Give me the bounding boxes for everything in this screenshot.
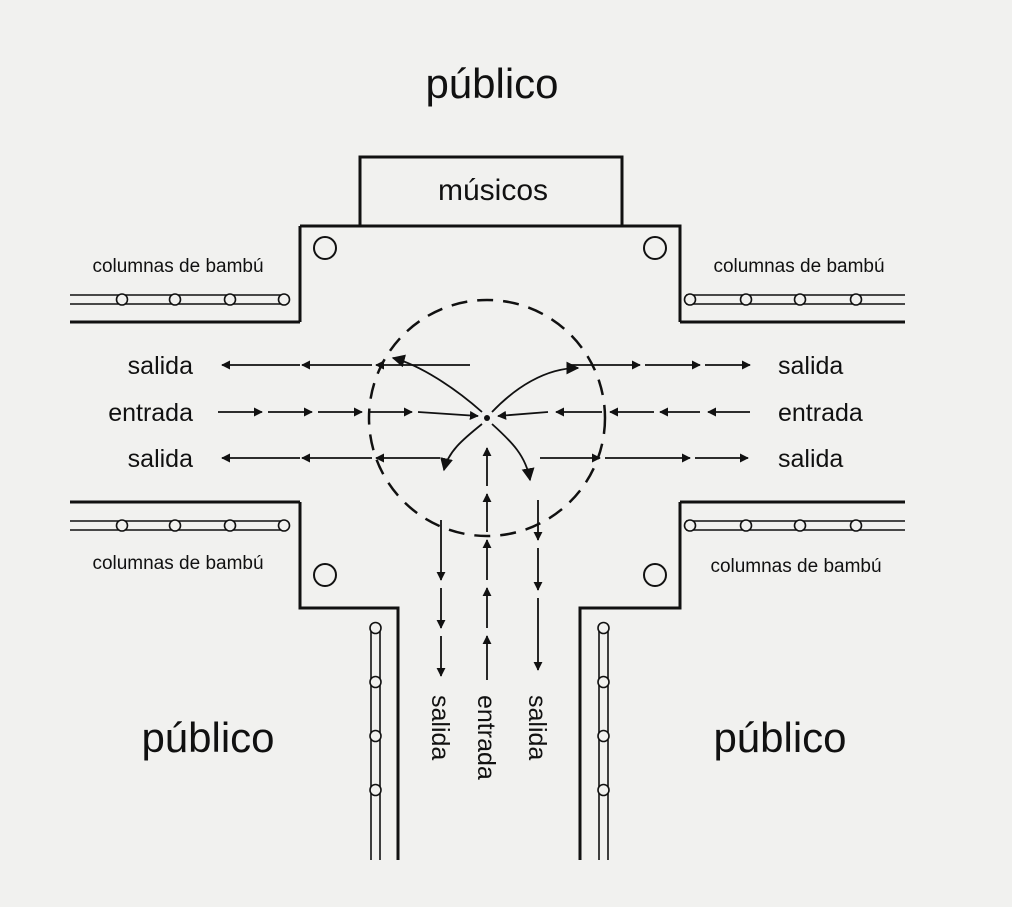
right-exit-top-label: salida [778, 352, 843, 380]
bamboo-top-right-label: columnas de bambú [713, 256, 884, 277]
corner-pillars [313, 236, 667, 587]
right-entrance-label: entrada [778, 399, 863, 427]
stage-outline [298, 224, 682, 860]
pillar-circle-icon [313, 236, 337, 260]
flow-arrows-curved [391, 354, 580, 482]
right-exit-bottom-label: salida [778, 445, 843, 473]
flow-arrows-horizontal [218, 360, 751, 463]
bamboo-rail-bottom-right [683, 519, 905, 532]
bamboo-bottom-right-label: columnas de bambú [710, 556, 881, 577]
bamboo-railings [70, 293, 905, 860]
musicians-label: músicos [438, 174, 548, 207]
pillar-circle-icon [643, 563, 667, 587]
left-exit-bottom-label: salida [128, 445, 193, 473]
bamboo-top-left-label: columnas de bambú [92, 256, 263, 277]
left-entrance-label: entrada [108, 399, 193, 427]
bamboo-rail-vertical-right [597, 621, 610, 860]
audience-top-label: público [425, 60, 558, 107]
left-exit-top-label: salida [128, 352, 193, 380]
pillar-circle-icon [313, 563, 337, 587]
bamboo-rail-top-left [70, 293, 291, 306]
center-point [484, 415, 490, 421]
flow-arrows-vertical [436, 447, 543, 680]
pillar-circle-icon [643, 236, 667, 260]
bamboo-rail-top-right [683, 293, 905, 306]
bamboo-rail-bottom-left [70, 519, 291, 532]
bottom-entrance-label: entrada [472, 695, 500, 780]
audience-bottom-left-label: público [141, 714, 274, 761]
stage-structure [70, 155, 905, 860]
bottom-exit-left-label: salida [426, 695, 454, 760]
bamboo-bottom-left-label: columnas de bambú [92, 553, 263, 574]
central-dashed-circle [367, 298, 607, 538]
bottom-exit-right-label: salida [523, 695, 551, 760]
audience-bottom-right-label: público [713, 714, 846, 761]
bamboo-rail-vertical-left [369, 621, 382, 860]
